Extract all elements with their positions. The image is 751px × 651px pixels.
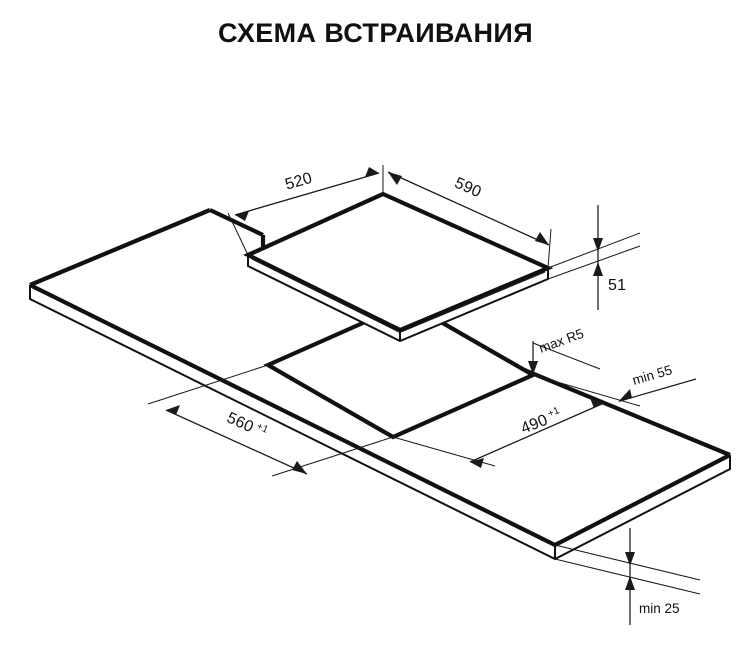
hob-part — [243, 191, 554, 343]
dim-51-arrow-top — [593, 238, 603, 252]
dim-520-arrow-left — [235, 211, 249, 221]
dim-520-line — [234, 172, 380, 216]
dim-560-arrow-right — [292, 461, 307, 474]
countertop-rear-left-edge — [29, 208, 211, 287]
hob-left-edge-face — [248, 255, 400, 341]
dim-490-line — [469, 402, 605, 463]
dim-560-ext-right — [271, 436, 394, 477]
dim-490-arrow-right — [590, 398, 604, 408]
dim-51-text: 51 — [608, 277, 626, 294]
hob-left-reveal-line — [251, 258, 400, 333]
dim-r5-text: max R5 — [537, 326, 586, 356]
dimension-cutout-width: 560+1 — [147, 364, 394, 477]
dim-590-arrow-right — [535, 232, 549, 245]
dim-min55-arrow — [618, 389, 632, 402]
dimension-hob-height: 51 — [547, 205, 641, 310]
countertop-rear-edge-left-segment — [209, 208, 264, 237]
countertop-front-right-edge — [554, 453, 731, 547]
dim-590-ext-right — [547, 228, 552, 269]
dim-520-ext-left — [227, 212, 249, 256]
hob-top-face — [248, 194, 548, 330]
dim-r5-leader-shelf — [532, 342, 601, 370]
dim-min55-text: min 55 — [631, 362, 674, 388]
dim-590-text: 590 — [452, 175, 484, 202]
dimension-rear-clearance: min 55 — [618, 362, 697, 402]
dimension-cutout-depth: 490+1 — [392, 374, 641, 468]
dim-490-ext-right — [532, 374, 641, 407]
hob-right-reveal-line — [400, 271, 546, 333]
dim-51-ext-top — [547, 232, 641, 269]
dim-520-text: 520 — [283, 170, 314, 194]
dim-560-arrow-left — [166, 405, 180, 415]
dim-min55-leader — [619, 378, 697, 402]
dim-min25-ext-top — [554, 544, 701, 581]
dim-490-arrow-left — [470, 458, 484, 468]
dimension-bottom-clearance: min 25 — [554, 528, 701, 625]
page-title: СХЕМА ВСТРАИВАНИЯ — [217, 18, 534, 48]
dim-560-line — [165, 409, 308, 475]
dim-590-line — [387, 171, 550, 246]
dim-590-arrow-left — [388, 172, 402, 185]
dim-51-ext-bottom — [547, 245, 641, 280]
dimension-hob-depth: 520 — [227, 165, 384, 256]
dim-51-arrow-bottom — [593, 262, 603, 276]
dim-min25-arrow-top — [625, 552, 635, 566]
dim-520-arrow-right — [365, 167, 379, 177]
dim-min25-ext-bottom — [554, 558, 701, 595]
dim-r5-arrow — [528, 361, 538, 375]
countertop-right-edge-face — [555, 455, 730, 559]
countertop-front-edge-face — [30, 285, 555, 559]
countertop-front-left-edge — [29, 283, 556, 547]
dim-560-ext-left — [147, 364, 269, 405]
dim-min25-text: min 25 — [639, 601, 680, 616]
dim-min25-arrow-bottom — [625, 576, 635, 590]
